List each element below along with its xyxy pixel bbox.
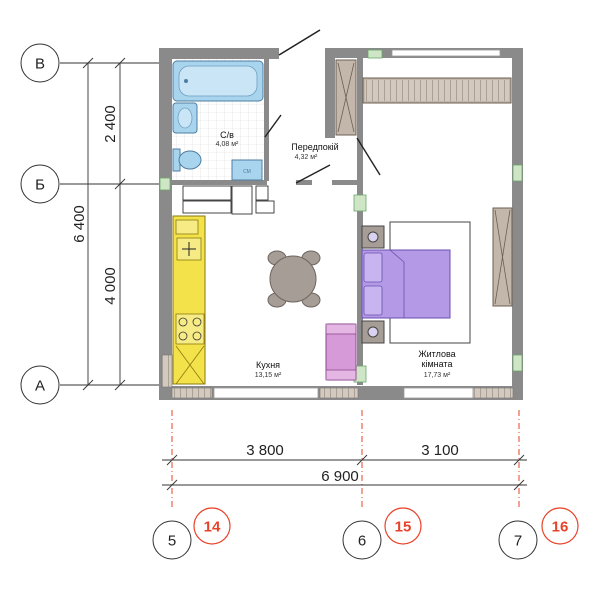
armchair: [325, 323, 357, 381]
svg-text:СМ: СМ: [243, 169, 251, 175]
wall-hatched-segments: [161, 354, 514, 399]
row-axis-b: Б: [20, 164, 110, 204]
svg-text:15: 15: [395, 519, 412, 536]
svg-text:6: 6: [358, 533, 366, 550]
bathroom-door: [264, 114, 282, 138]
svg-text:4,32 м²: 4,32 м²: [295, 154, 318, 161]
column-axis-lines: [171, 410, 520, 510]
hallway-door: [295, 164, 331, 184]
row-axis-v: В: [20, 43, 78, 83]
bed: [361, 249, 451, 319]
bathtub: [172, 60, 264, 102]
column-axis-6: 6 15: [342, 507, 422, 560]
washbasin: [172, 102, 198, 134]
svg-text:Б: Б: [35, 177, 45, 194]
washing-machine: СМ: [231, 159, 263, 181]
column-axis-5: 5 14: [152, 507, 231, 560]
svg-text:16: 16: [552, 519, 569, 536]
svg-text:Передпокій: Передпокій: [291, 142, 338, 152]
tv-stand: [492, 207, 513, 307]
dimension-horizontal-left: 3 800: [246, 442, 284, 459]
living-room-label: Житлова кімната 17,73 м²: [418, 349, 455, 379]
windows: [213, 49, 501, 399]
toilet: [172, 148, 202, 172]
living-wardrobe: [362, 77, 512, 104]
hallway-label: Передпокій 4,32 м²: [291, 142, 338, 161]
svg-text:5: 5: [168, 533, 176, 550]
nightstand-bottom: [361, 320, 385, 344]
dining-table: [267, 250, 321, 308]
svg-text:С/в: С/в: [220, 130, 234, 140]
bathroom-label: С/в 4,08 м²: [216, 130, 239, 148]
vertical-dimension-lines: [78, 57, 160, 391]
column-axis-7: 7 16: [498, 507, 579, 560]
dimension-vertical-bottom: 4 000: [102, 267, 119, 305]
row-axis-a: А: [20, 365, 78, 405]
dimension-vertical-top: 2 400: [102, 105, 119, 143]
living-room-door: [356, 137, 381, 176]
dimension-horizontal-total: 6 900: [321, 468, 359, 485]
svg-text:В: В: [35, 56, 45, 73]
kitchen-counter: [172, 215, 206, 385]
svg-text:7: 7: [514, 533, 522, 550]
svg-text:13,15 м²: 13,15 м²: [255, 372, 282, 379]
entry-door: [278, 29, 321, 56]
dimension-vertical-total: 6 400: [71, 205, 88, 243]
kitchen-label: Кухня 13,15 м²: [255, 360, 282, 379]
dimension-horizontal-right: 3 100: [421, 442, 459, 459]
nightstand-top: [361, 225, 385, 249]
horizontal-dimension-lines: [162, 454, 527, 491]
svg-text:14: 14: [204, 519, 221, 536]
svg-text:17,73 м²: 17,73 м²: [424, 372, 451, 379]
hallway-wardrobe: [335, 59, 357, 136]
kitchen-upper-cabinets: [182, 185, 275, 215]
svg-text:кімната: кімната: [422, 359, 453, 369]
svg-text:А: А: [35, 378, 45, 395]
svg-text:Кухня: Кухня: [256, 360, 280, 370]
svg-text:4,08 м²: 4,08 м²: [216, 141, 239, 148]
svg-text:Житлова: Житлова: [418, 349, 455, 359]
